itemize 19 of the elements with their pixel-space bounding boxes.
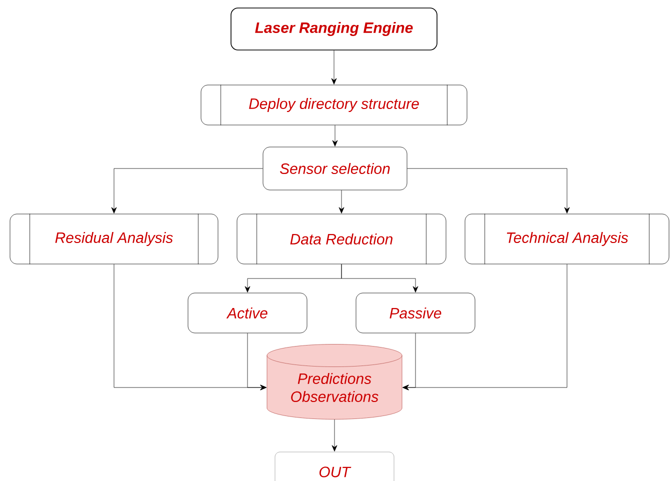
database-cylinder: Predictions Observations [266, 344, 402, 420]
arrow [341, 264, 418, 292]
process-box: Deploy directory structure [200, 84, 468, 126]
output-box: OUT [274, 452, 394, 481]
arrow [332, 419, 338, 452]
process-box: Passive [356, 292, 476, 334]
arrow [331, 50, 337, 84]
process-box: Sensor selection [262, 146, 408, 190]
process-box: Data Reduction [236, 214, 446, 264]
process-box: Active [188, 292, 308, 334]
arrow [247, 333, 266, 390]
arrow [338, 190, 344, 214]
arrow [332, 125, 338, 146]
arrow [407, 168, 570, 214]
process-box: Residual Analysis [10, 214, 218, 264]
title-box: Laser Ranging Engine [230, 8, 438, 50]
arrow [402, 264, 568, 390]
arrow [111, 168, 263, 214]
process-box: Technical Analysis [464, 214, 670, 264]
